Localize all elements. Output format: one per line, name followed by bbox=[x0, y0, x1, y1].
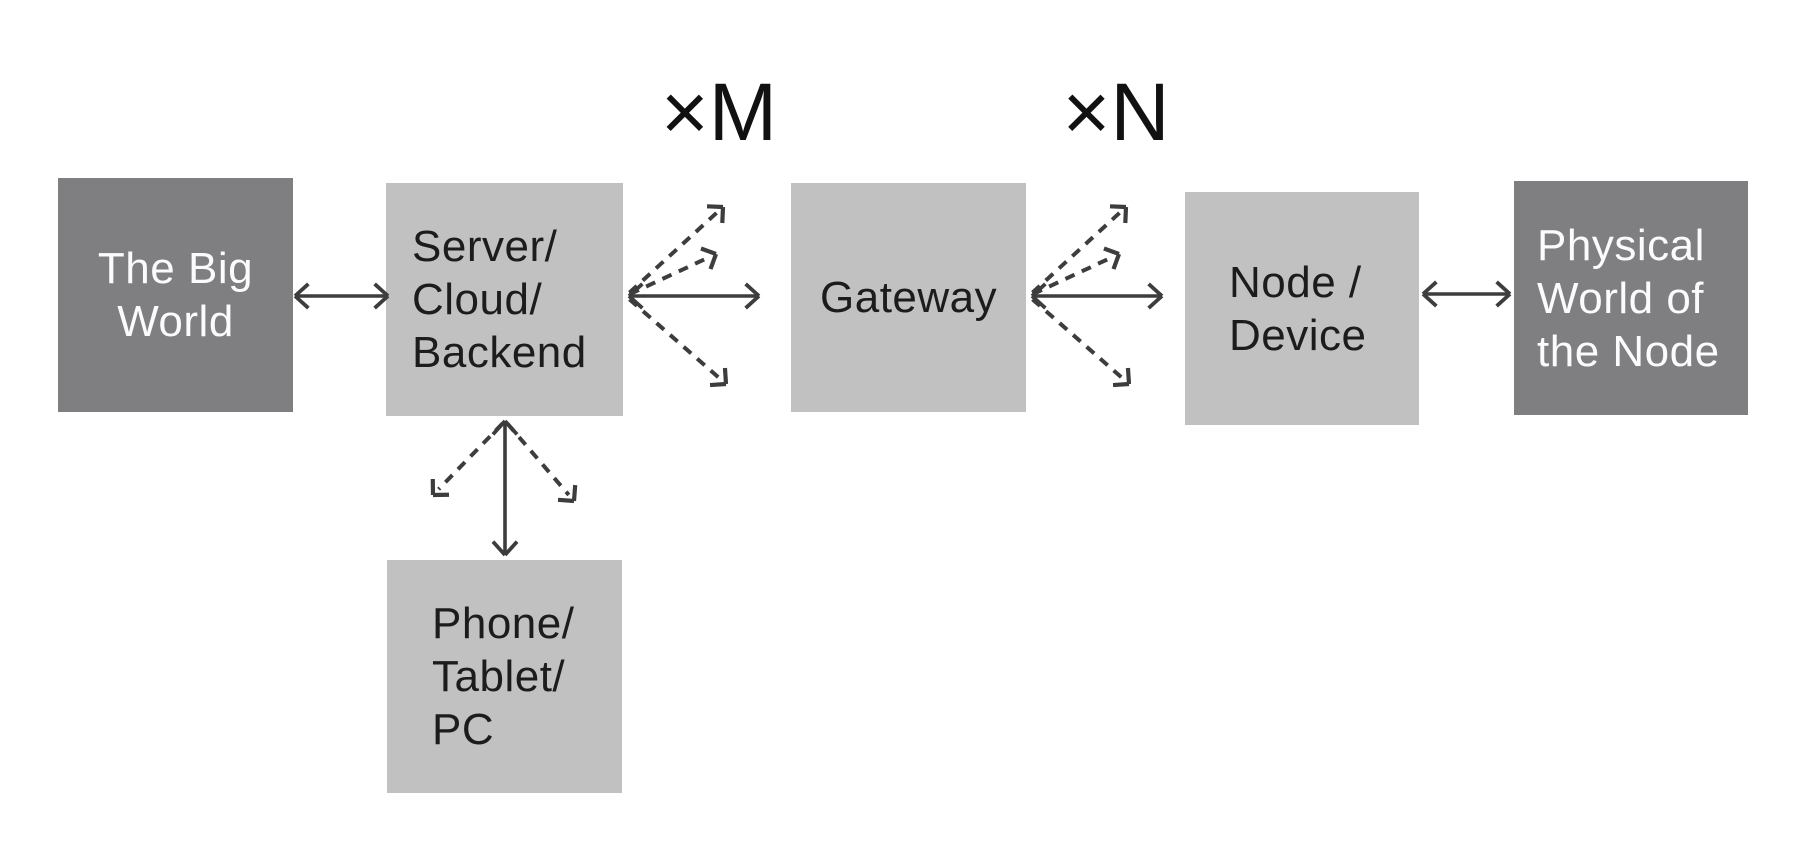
box-big-world-label: The Big World bbox=[97, 244, 254, 346]
multiplier-n-label: ×N bbox=[1062, 67, 1170, 158]
box-gateway-label: Gateway bbox=[820, 273, 998, 322]
box-phone-tablet-pc-label: Phone/ Tablet/ PC bbox=[432, 599, 575, 754]
connector-world-server bbox=[293, 282, 390, 310]
connector-server-phone bbox=[430, 419, 578, 557]
box-big-world: The Big World bbox=[58, 178, 293, 412]
box-gateway: Gateway bbox=[791, 183, 1026, 412]
box-physical-world: Physical World of the Node bbox=[1514, 181, 1748, 415]
connector-gateway-node bbox=[1030, 204, 1164, 388]
connector-server-gateway bbox=[627, 204, 761, 388]
connector-node-physical bbox=[1421, 280, 1512, 308]
box-phone-tablet-pc: Phone/ Tablet/ PC bbox=[387, 560, 622, 793]
box-physical-world-label: Physical World of the Node bbox=[1537, 220, 1720, 376]
box-node-device: Node / Device bbox=[1185, 192, 1419, 425]
box-node-device-label: Node / Device bbox=[1229, 257, 1367, 360]
box-server-cloud-backend: Server/ Cloud/ Backend bbox=[386, 183, 623, 416]
box-server-cloud-backend-label: Server/ Cloud/ Backend bbox=[412, 222, 587, 377]
multiplier-m-label: ×M bbox=[660, 67, 778, 158]
